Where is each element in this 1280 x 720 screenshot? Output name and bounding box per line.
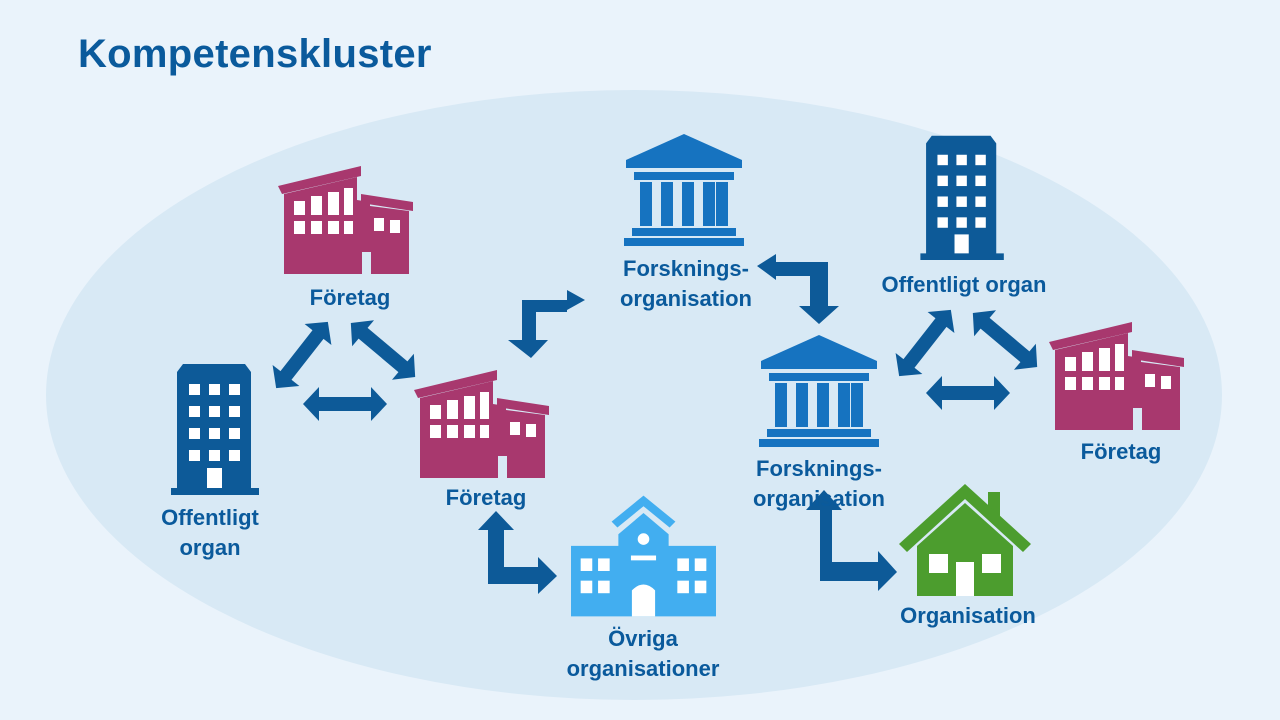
label-organisation: Organisation [900,603,1036,628]
label-foretag-top: Företag [309,285,391,310]
elbow-double-arrow [806,490,897,591]
elbow-double-arrow [757,254,839,324]
label-forsknings-mid: Forsknings- organisation [752,456,885,511]
label-forsknings-top: Forsknings- organisation [619,256,752,311]
page-title: Kompetenskluster [78,32,432,76]
label-foretag-right: Företag [1080,439,1162,464]
office-building-icon [920,135,1004,260]
office-building-icon [171,364,259,495]
label-offentligt-right: Offentligt organ [881,272,1047,297]
label-offentligt-left: Offentligt organ [161,505,259,560]
label-ovriga-organisationer: Övriga organisationer [566,626,720,681]
elbow-double-arrow [508,290,585,358]
label-foretag-mid: Företag [445,485,527,510]
elbow-double-arrow [478,511,557,594]
